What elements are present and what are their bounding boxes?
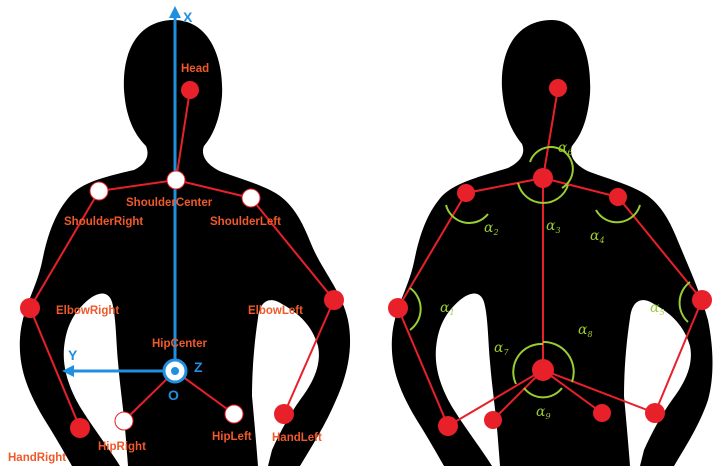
rjoint-shoulder-center [533,168,553,188]
x-axis-arrow-icon [169,6,181,18]
rjoint-head [549,79,567,97]
label-head: Head [181,63,209,75]
rjoint-hand-left [645,403,665,423]
rjoint-shoulder-right [457,184,475,202]
x-axis-label: X [183,9,193,25]
joint-hip-right [115,412,133,430]
origin-label: O [168,387,179,403]
label-shoulder-center: ShoulderCenter [126,197,213,209]
joint-shoulder-left [242,189,260,207]
label-shoulder-left: ShoulderLeft [210,216,281,228]
rjoint-hip-center [532,359,554,381]
label-elbow-right: ElbowRight [56,305,119,317]
label-elbow-left: ElbowLeft [248,305,303,317]
joint-shoulder-center [167,171,185,189]
label-hand-left: HandLeft [272,432,322,444]
joint-shoulder-right [90,182,108,200]
rjoint-hip-right [484,411,502,429]
rjoint-elbow-left [692,290,712,310]
joint-hand-left [274,404,294,424]
joint-hand-right [70,418,90,438]
label-shoulder-right: ShoulderRight [64,216,143,228]
joint-hip-left [225,405,243,423]
joint-elbow-left [324,290,344,310]
rjoint-shoulder-left [609,188,627,206]
rjoint-hip-left [593,404,611,422]
joint-elbow-right [20,298,40,318]
label-hand-right: HandRight [8,452,66,464]
rjoint-elbow-right [388,298,408,318]
joint-head [181,81,199,99]
rjoint-hand-right [438,416,458,436]
label-hip-center: HipCenter [152,338,207,350]
y-axis-label: Y [68,347,78,363]
label-hip-left: HipLeft [212,431,252,443]
z-axis-dot-icon [171,367,179,375]
z-axis-label: Z [194,359,203,375]
label-hip-right: HipRight [98,441,146,453]
